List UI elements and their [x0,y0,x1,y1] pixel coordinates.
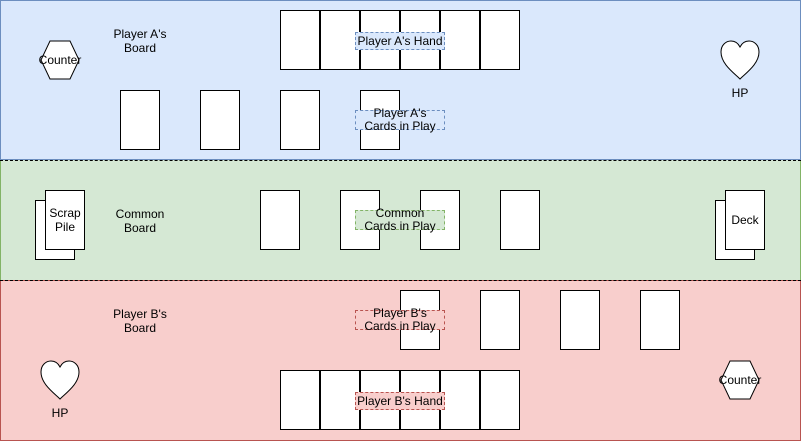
player-b-hp-label: HP [51,406,69,420]
player-a-hand-card[interactable] [480,10,520,70]
player-b-play-card[interactable] [480,290,520,350]
player-b-play-card[interactable] [640,290,680,350]
player-a-hand-card[interactable] [440,10,480,70]
player-a-board-label: Player A's Board [113,27,167,55]
hexagon-icon [720,360,760,400]
player-b-hp[interactable] [40,360,80,400]
player-b-counter-label: Counter [718,373,762,387]
hexagon-icon [40,40,80,80]
scrap-pile[interactable]: Scrap Pile [45,190,85,250]
player-b-counter[interactable]: Counter [718,360,762,400]
player-a-hand-card[interactable] [280,10,320,70]
player-b-play-card[interactable] [560,290,600,350]
player-a-hand-card[interactable] [320,10,360,70]
common-play-card[interactable] [260,190,300,250]
player-a-play-card[interactable] [120,90,160,150]
heart-icon [720,40,760,80]
zone-divider-top [0,160,801,161]
zone-divider-bottom [0,280,801,281]
player-a-hand-label: Player A's Hand [355,32,445,50]
player-a-play-card[interactable] [200,90,240,150]
player-b-hand-label: Player B's Hand [355,392,445,410]
player-a-counter[interactable]: Counter [38,40,82,80]
player-a-hp-label: HP [731,86,749,100]
heart-icon [40,360,80,400]
deck[interactable]: Deck [725,190,765,250]
player-b-hand-card[interactable] [280,370,320,430]
player-a-cards-in-play-label: Player A's Cards in Play [355,107,445,133]
player-b-board-label: Player B's Board [113,307,167,335]
common-board-label: Common Board [115,207,165,235]
player-a-counter-label: Counter [38,53,82,67]
player-a-hp[interactable] [720,40,760,80]
player-b-hand-card[interactable] [480,370,520,430]
player-b-cards-in-play-label: Player B's Cards in Play [355,307,445,333]
player-b-hand-card[interactable] [320,370,360,430]
common-cards-in-play-label: Common Cards in Play [355,207,445,233]
player-b-hand-card[interactable] [440,370,480,430]
player-a-play-card[interactable] [280,90,320,150]
common-play-card[interactable] [500,190,540,250]
